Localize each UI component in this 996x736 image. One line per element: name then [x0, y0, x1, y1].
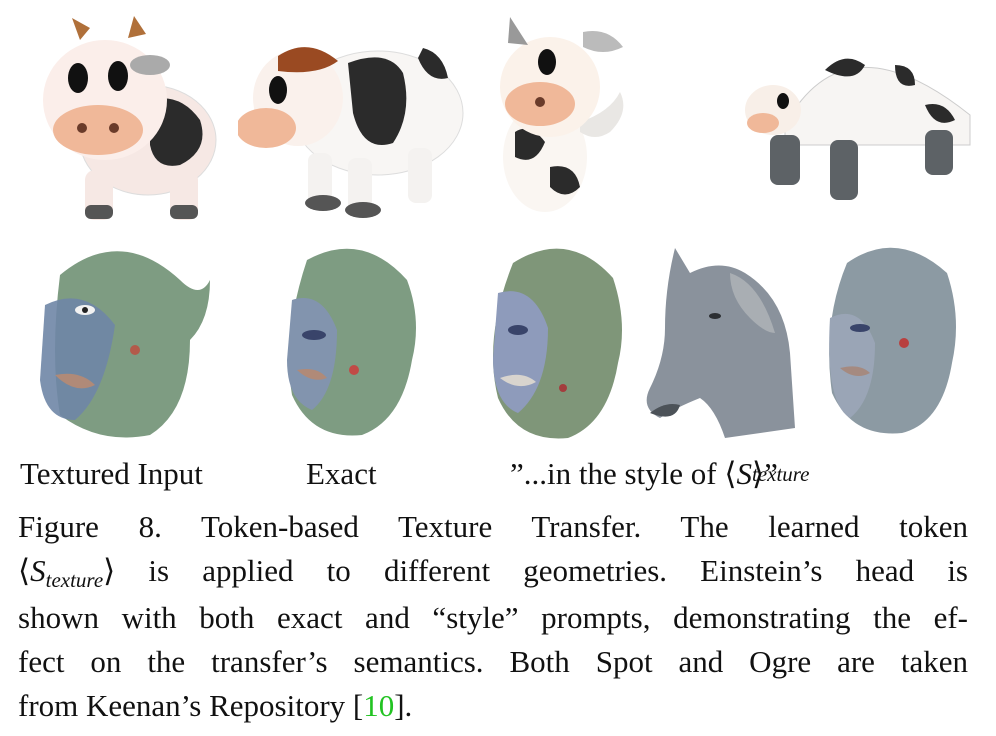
caption-line-2-rest: ⟩ is applied to different geometries. Ei…	[103, 553, 968, 588]
einstein-head-style-image	[829, 247, 956, 434]
caption-line-5-end: ].	[394, 688, 413, 723]
caption-line-2: ⟨Stexture⟩ is applied to different geome…	[18, 549, 968, 596]
label-style-subscript: texture	[751, 462, 810, 486]
cow-textured-input-image	[43, 16, 217, 220]
einstein-style-image	[493, 248, 622, 439]
cow-style-image	[500, 17, 624, 212]
caption-token-open: ⟨	[18, 553, 31, 588]
label-textured-input: Textured Input	[20, 456, 203, 491]
ogre-textured-input-image	[40, 251, 210, 438]
caption-line-5: from Keenan’s Repository [10].	[18, 684, 968, 728]
horse-style-image	[646, 248, 795, 438]
figure-panel	[40, 16, 971, 439]
cow-exact-image	[238, 47, 464, 218]
label-style-symbol: S	[736, 456, 752, 491]
caption-token-symbol: S	[30, 553, 46, 588]
figure-caption: Figure 8. Token-based Texture Transfer. …	[18, 505, 968, 728]
caption-token-subscript: texture	[45, 568, 104, 592]
caption-line-3: shown with both exact and “style” prompt…	[18, 600, 968, 635]
label-style-prefix: ”...in the style of ⟨	[510, 456, 737, 491]
caption-line-1: Figure 8. Token-based Texture Transfer. …	[18, 509, 968, 544]
caption-line-5-text: from Keenan’s Repository [	[18, 688, 364, 723]
einstein-exact-image	[287, 248, 416, 436]
citation-link-10[interactable]: 10	[363, 688, 395, 723]
column-labels: Textured Input Exact ”...in the style of…	[0, 452, 996, 496]
caption-line-4: fect on the transfer’s semantics. Both S…	[18, 644, 968, 679]
turtle-style-image	[745, 58, 971, 200]
label-style-suffix: ⟩”	[751, 456, 778, 491]
label-exact: Exact	[306, 456, 377, 491]
